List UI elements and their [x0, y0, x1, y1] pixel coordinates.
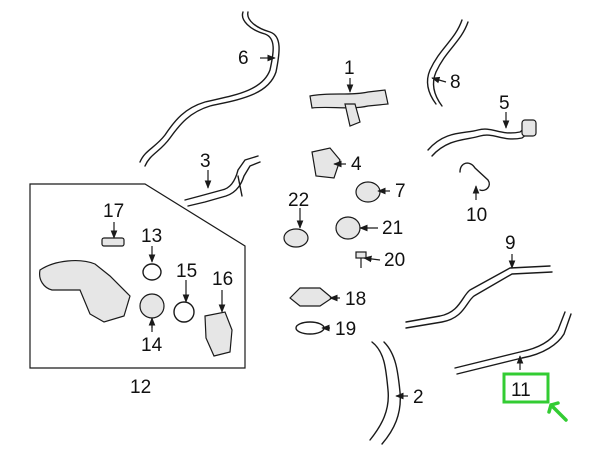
part-4-housing[interactable] [311, 147, 341, 179]
part-18-housing[interactable] [289, 287, 334, 307]
part-2-hose[interactable] [369, 341, 401, 445]
callout-18: 18 [345, 289, 366, 310]
part-16-housing[interactable] [204, 311, 233, 357]
part-8-hose[interactable] [426, 19, 469, 107]
part-6-hose[interactable] [139, 11, 280, 167]
callout-15: 15 [176, 261, 197, 282]
highlight-arrow-icon [547, 401, 568, 422]
part-7-fitting[interactable] [355, 181, 381, 203]
callout-20: 20 [384, 250, 405, 271]
part-17-sensor[interactable] [101, 237, 125, 247]
part-5-hose[interactable] [427, 119, 537, 157]
callout-19: 19 [335, 319, 356, 340]
callout-7: 7 [395, 181, 406, 202]
part-9-pipe[interactable] [405, 265, 553, 329]
callout-13: 13 [141, 226, 162, 247]
callout-4: 4 [351, 154, 362, 175]
callout-14: 14 [141, 335, 163, 356]
part-11-pipe[interactable] [454, 311, 572, 375]
part-13-ring[interactable] [142, 263, 162, 281]
part-21-fitting[interactable] [335, 216, 361, 240]
callout-12: 12 [130, 377, 151, 398]
part-22-clamp[interactable] [283, 228, 309, 248]
group-12-frame [29, 183, 246, 369]
callout-22: 22 [288, 190, 309, 211]
callout-2: 2 [413, 387, 424, 408]
part-19-gasket[interactable] [295, 321, 325, 335]
highlight-box [502, 372, 550, 404]
part-10-hose[interactable] [459, 162, 490, 192]
part-20-bolt[interactable] [355, 251, 367, 268]
callout-6: 6 [238, 48, 249, 69]
callout-10: 10 [466, 205, 487, 226]
part-1-pipe[interactable] [309, 89, 389, 127]
callout-9: 9 [505, 233, 516, 254]
callout-1: 1 [344, 58, 355, 79]
callout-8: 8 [450, 72, 461, 93]
callout-5: 5 [499, 93, 510, 114]
callout-17: 17 [103, 201, 124, 222]
callout-3: 3 [200, 151, 211, 172]
callout-16: 16 [212, 269, 233, 290]
part-15-seal[interactable] [173, 301, 195, 323]
part-12-housing[interactable] [39, 260, 131, 323]
part-3-hose[interactable] [184, 155, 261, 207]
callout-11[interactable]: 11 [511, 380, 531, 401]
callout-21: 21 [382, 218, 403, 239]
